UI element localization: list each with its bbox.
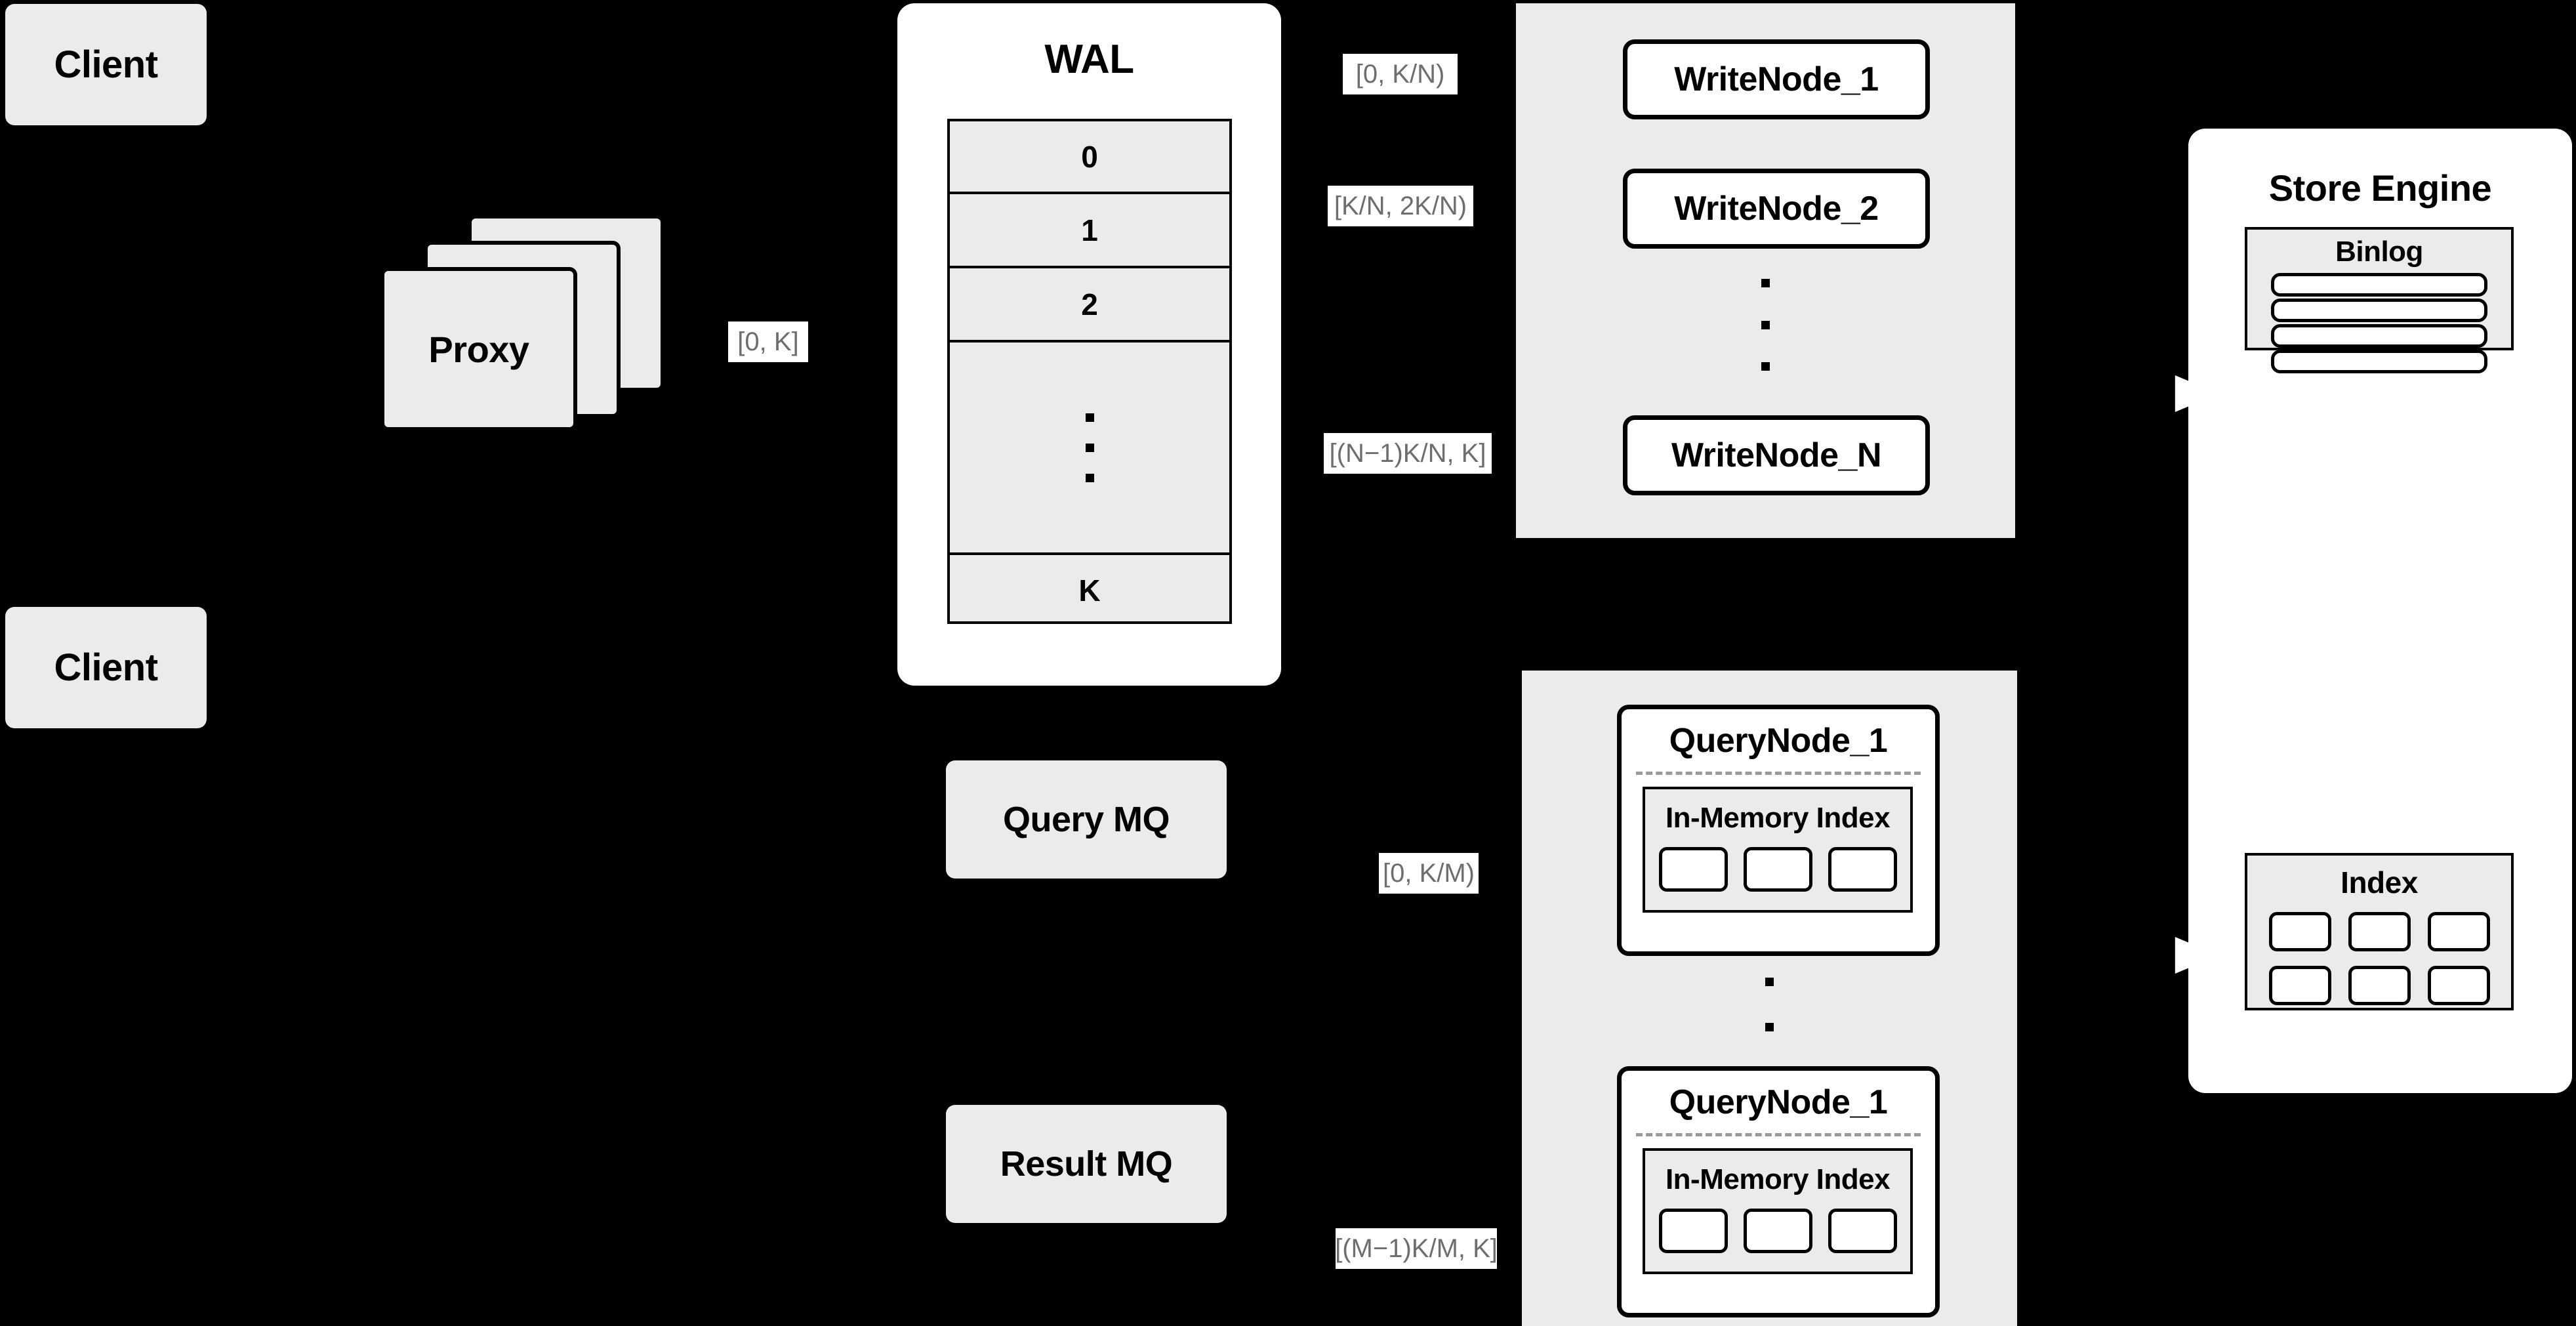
result-mq-label: Result MQ xyxy=(1000,1144,1173,1184)
range-label-querynode-m-text: [(M−1)K/M, K] xyxy=(1335,1233,1498,1263)
query-mq-label: Query MQ xyxy=(1002,800,1170,839)
wal-ellipsis-dots xyxy=(1085,413,1094,482)
write-cluster-ellipsis xyxy=(1516,279,2015,371)
writenode-1-label: WriteNode_1 xyxy=(1674,60,1879,98)
querynode-1-label: QueryNode_1 xyxy=(1669,721,1888,760)
range-label-writenode-2: [K/N, 2K/N) xyxy=(1328,186,1473,226)
wal-row-1-text: 1 xyxy=(1081,213,1098,247)
querynode-1[interactable]: QueryNode_1 In-Memory Index xyxy=(1617,705,1940,956)
client-label-1: Client xyxy=(54,43,158,86)
store-index-box: Index xyxy=(2245,853,2514,1010)
index-cell[interactable] xyxy=(2268,912,2331,951)
querynode-1-title: QueryNode_1 xyxy=(1622,709,1935,772)
wal-row-2[interactable]: 2 xyxy=(950,268,1229,342)
write-cluster-container: WriteNode_1 WriteNode_2 WriteNode_N xyxy=(1516,3,2015,538)
querynode-2-index-title-text: In-Memory Index xyxy=(1665,1163,1891,1195)
index-cell[interactable] xyxy=(1658,1209,1728,1253)
wal-row-1[interactable]: 1 xyxy=(950,194,1229,268)
writenode-2-label: WriteNode_2 xyxy=(1674,190,1879,228)
wal-row-0[interactable]: 0 xyxy=(950,121,1229,194)
binlog-bar[interactable] xyxy=(2271,299,2487,322)
index-cell[interactable] xyxy=(1743,847,1812,892)
binlog-title-text: Binlog xyxy=(2335,236,2423,268)
writenode-n-label: WriteNode_N xyxy=(1671,436,1882,474)
index-cell[interactable] xyxy=(2348,912,2411,951)
querynode-1-index-cells xyxy=(1645,847,1910,892)
range-label-proxy-to-wal-text: [0, K] xyxy=(737,327,799,356)
range-label-writenode-n-text: [(N−1)K/N, K] xyxy=(1329,438,1486,468)
store-index-title-text: Index xyxy=(2341,865,2418,900)
wal-row-0-text: 0 xyxy=(1081,139,1098,174)
binlog-bar[interactable] xyxy=(2271,350,2487,373)
proxy-stack[interactable]: Proxy xyxy=(380,215,669,431)
querynode-2-separator xyxy=(1636,1133,1921,1136)
binlog-box: Binlog xyxy=(2245,227,2514,373)
querynode-2[interactable]: QueryNode_1 In-Memory Index xyxy=(1617,1066,1940,1317)
result-mq-box[interactable]: Result MQ xyxy=(946,1105,1227,1223)
range-label-writenode-2-text: [K/N, 2K/N) xyxy=(1334,191,1467,220)
wal-row-2-text: 2 xyxy=(1081,287,1098,321)
writenode-1[interactable]: WriteNode_1 xyxy=(1623,39,1930,119)
querynode-1-separator xyxy=(1636,772,1921,775)
binlog-bar[interactable] xyxy=(2271,273,2487,297)
client-box-1[interactable]: Client xyxy=(5,4,207,125)
index-cell[interactable] xyxy=(2268,966,2331,1005)
binlog-bar[interactable] xyxy=(2271,324,2487,348)
range-label-querynode-m: [(M−1)K/M, K] xyxy=(1335,1228,1498,1269)
store-engine-title: Store Engine xyxy=(2188,161,2572,214)
client-box-2[interactable]: Client xyxy=(5,607,207,728)
range-label-querynode-1-text: [0, K/M) xyxy=(1382,858,1475,888)
index-cell[interactable] xyxy=(1743,1209,1812,1253)
index-cell[interactable] xyxy=(2348,966,2411,1005)
querynode-2-label: QueryNode_1 xyxy=(1669,1083,1888,1121)
range-label-querynode-1: [0, K/M) xyxy=(1379,853,1479,894)
querynode-2-title: QueryNode_1 xyxy=(1622,1071,1935,1133)
range-label-writenode-n: [(N−1)K/N, K] xyxy=(1324,433,1492,474)
range-label-proxy-to-wal: [0, K] xyxy=(728,321,808,362)
wal-panel: WAL 0 1 2 K xyxy=(897,3,1281,686)
index-cell[interactable] xyxy=(1828,847,1897,892)
proxy-label: Proxy xyxy=(428,328,529,370)
query-cluster-container: QueryNode_1 In-Memory Index QueryNode_1 xyxy=(1522,671,2017,1326)
client-label-2: Client xyxy=(54,646,158,689)
store-index-title: Index xyxy=(2247,862,2511,903)
binlog-bars xyxy=(2247,273,2511,373)
query-mq-box[interactable]: Query MQ xyxy=(946,760,1227,879)
querynode-2-inmemory-index: In-Memory Index xyxy=(1643,1148,1913,1274)
query-cluster-ellipsis xyxy=(1522,978,2017,1076)
wal-row-k-text: K xyxy=(1078,573,1101,608)
store-index-row xyxy=(2268,966,2490,1005)
binlog-title: Binlog xyxy=(2247,235,2511,269)
wal-row-ellipsis xyxy=(950,342,1229,555)
writenode-n[interactable]: WriteNode_N xyxy=(1623,415,1930,495)
querynode-2-index-title: In-Memory Index xyxy=(1645,1151,1910,1209)
wal-row-k[interactable]: K xyxy=(950,555,1229,625)
index-cell[interactable] xyxy=(2427,966,2490,1005)
writenode-2[interactable]: WriteNode_2 xyxy=(1623,169,1930,249)
wal-title-text: WAL xyxy=(1044,36,1134,82)
store-index-row xyxy=(2268,912,2490,951)
store-index-grid xyxy=(2247,912,2511,1005)
querynode-2-index-cells xyxy=(1645,1209,1910,1253)
proxy-card-front[interactable]: Proxy xyxy=(380,267,577,431)
store-engine-title-text: Store Engine xyxy=(2268,167,2492,209)
index-cell[interactable] xyxy=(2427,912,2490,951)
index-cell[interactable] xyxy=(1658,847,1728,892)
querynode-1-index-title-text: In-Memory Index xyxy=(1665,802,1891,834)
querynode-1-index-title: In-Memory Index xyxy=(1645,789,1910,847)
querynode-1-inmemory-index: In-Memory Index xyxy=(1643,787,1913,913)
range-label-writenode-1: [0, K/N) xyxy=(1343,54,1458,94)
range-label-writenode-1-text: [0, K/N) xyxy=(1355,59,1445,89)
index-cell[interactable] xyxy=(1828,1209,1897,1253)
store-engine-panel: Store Engine Binlog Index xyxy=(2188,129,2572,1093)
wal-table: 0 1 2 K xyxy=(947,119,1232,624)
wal-title: WAL xyxy=(897,33,1281,85)
